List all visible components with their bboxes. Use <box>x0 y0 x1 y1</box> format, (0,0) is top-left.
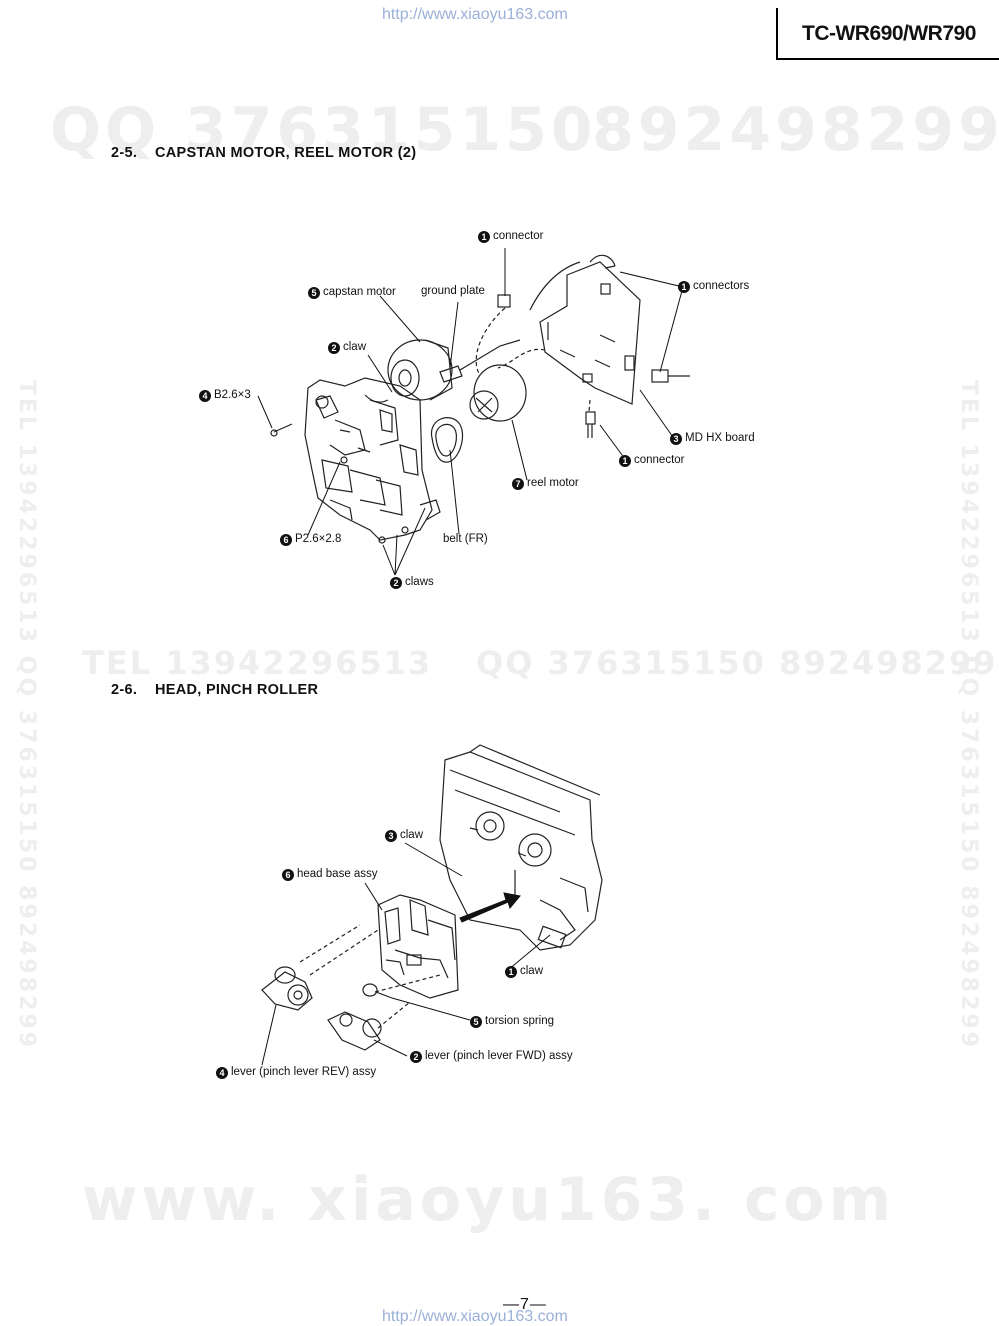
chassis-outline <box>304 377 433 541</box>
section-2-6-number: 2-6. <box>111 682 138 698</box>
watermark-vertical-right: TEL 13942296513 QQ 376315150 892498299 <box>956 380 981 1051</box>
watermark-vertical-left: TEL 13942296513 QQ 376315150 892498299 <box>14 380 39 1051</box>
watermark-qq-top: QQ 376315150 <box>50 95 597 165</box>
reel-motor-shape <box>473 364 527 422</box>
model-title: TC-WR690/WR790 <box>802 22 976 45</box>
md-hx-board-outline <box>539 261 641 405</box>
lever-rev-shape <box>261 971 313 1011</box>
section-2-5-title: 2-5. CAPSTAN MOTOR, REEL MOTOR (2) <box>111 145 416 161</box>
footer-url[interactable]: http://www.xiaoyu163.com <box>382 1308 568 1325</box>
model-box: TC-WR690/WR790 <box>776 8 999 60</box>
direction-arrow <box>459 892 521 923</box>
section-2-6-heading: HEAD, PINCH ROLLER <box>155 682 319 698</box>
label-ground-plate: ground plate <box>421 285 485 297</box>
head-pinch-roller-diagram <box>261 744 603 1066</box>
section-2-5-heading: CAPSTAN MOTOR, REEL MOTOR (2) <box>155 145 417 161</box>
section-2-6-title: 2-6. HEAD, PINCH ROLLER <box>111 682 318 698</box>
watermark-tel-mid: TEL 13942296513 <box>82 644 433 682</box>
head-base-shape <box>377 894 459 999</box>
page-number: —7— <box>503 1296 547 1313</box>
watermark-bottom: www. xiaoyu163. com <box>82 1165 896 1235</box>
capstan-reel-motor-diagram <box>257 248 690 576</box>
torsion-spring-shape <box>362 983 378 997</box>
lever-fwd-shape <box>327 1011 381 1051</box>
section-2-5-number: 2-5. <box>111 145 138 161</box>
watermark-qq-mid: QQ 376315150 892498299 <box>476 644 998 682</box>
belt-shape <box>430 417 463 463</box>
mechanism-chassis <box>439 751 603 951</box>
watermark-qq-top-2: 892498299 <box>592 95 999 165</box>
label-belt: belt (FR) <box>443 533 488 545</box>
header-url[interactable]: http://www.xiaoyu163.com <box>382 6 568 23</box>
